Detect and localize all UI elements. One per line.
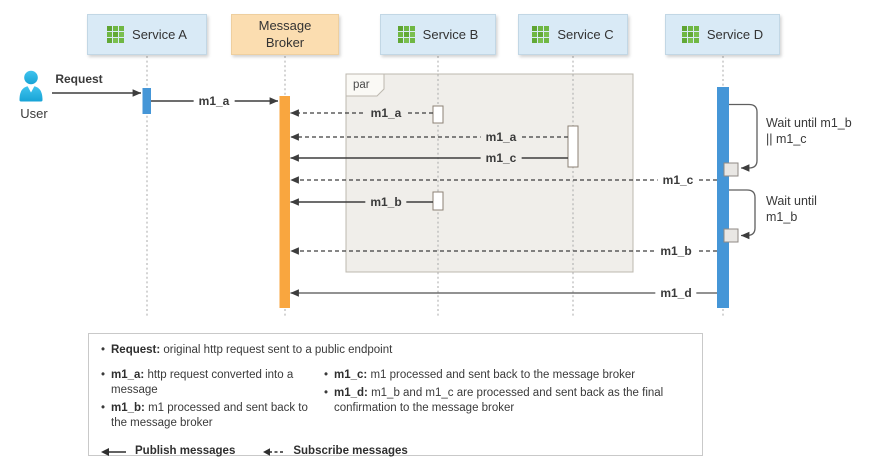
legend: Request: original http request sent to a… [88, 333, 703, 457]
legend-desc: http request converted into a message [111, 369, 294, 396]
subscribe-arrow-icon [263, 447, 285, 456]
activation-bar-message-broker [279, 96, 290, 308]
wait-note-line: m1_b [766, 210, 798, 224]
receive-square-2 [723, 228, 739, 243]
wait-note-line: Wait until [766, 194, 817, 208]
legend-item-m1c: m1_c: m1 processed and sent back to the … [323, 368, 691, 383]
legend-term: m1_d: [334, 387, 368, 399]
par-fragment-label: par [353, 79, 370, 91]
activation-bar-service-c [567, 125, 579, 168]
participant-service-a: Service A [87, 14, 207, 55]
bracket-wait-1 [729, 103, 758, 172]
actor-user: User [14, 66, 54, 121]
service-grid-icon [532, 26, 550, 43]
legend-term: m1_c: [334, 369, 368, 381]
legend-item-m1d: m1_d: m1_b and m1_c are processed and se… [323, 386, 691, 416]
participant-service-c: Service C [518, 14, 628, 55]
message-label-m1b-publish: m1_b [365, 195, 407, 209]
legend-desc: m1 processed and sent back to the messag… [111, 402, 308, 429]
legend-term: m1_a: [111, 369, 145, 381]
legend-desc: original http request sent to a public e… [163, 344, 393, 356]
message-label-request: Request [50, 72, 108, 86]
participant-label: Service A [132, 27, 187, 42]
legend-item-m1b: m1_b: m1 processed and sent back to the … [100, 401, 323, 431]
participant-label: Message Broker [258, 18, 312, 50]
legend-term: m1_b: [111, 402, 145, 414]
wait-note-line: || m1_c [766, 132, 807, 146]
wait-note-line: Wait until m1_b [766, 116, 852, 130]
participant-message-broker: Message Broker [231, 14, 339, 55]
message-label-m1b-sub-d: m1_b [655, 244, 697, 258]
publish-arrow-icon [101, 447, 126, 456]
wait-note-2: Wait until m1_b [766, 193, 817, 225]
message-label-m1c-publish: m1_c [480, 151, 522, 165]
legend-item-m1a: m1_a: http request converted into a mess… [100, 368, 323, 398]
legend-term: Request: [111, 344, 161, 356]
message-label-m1a-sub-c: m1_a [480, 130, 522, 144]
legend-desc: m1 processed and sent back to the messag… [370, 369, 636, 381]
receive-square-1 [723, 162, 739, 177]
service-grid-icon [397, 26, 415, 43]
activation-bar-service-a [142, 88, 151, 114]
activation-bar-service-b-2 [432, 191, 444, 211]
legend-item-request: Request: original http request sent to a… [100, 343, 691, 358]
message-label-m1a-sub-b: m1_a [365, 106, 407, 120]
service-grid-icon [107, 26, 125, 43]
legend-subscribe-label: Subscribe messages [293, 445, 408, 457]
service-grid-icon [681, 26, 699, 43]
activation-bar-service-b-1 [432, 105, 444, 124]
actor-label: User [20, 106, 48, 121]
participant-service-b: Service B [380, 14, 496, 55]
user-icon [19, 70, 43, 102]
legend-publish-label: Publish messages [135, 445, 236, 457]
message-label-m1c-sub-d: m1_c [657, 173, 699, 187]
participant-label: Service C [557, 27, 614, 42]
participant-label: Service B [422, 27, 479, 42]
legend-desc: m1_b and m1_c are processed and sent bac… [334, 387, 664, 414]
message-label-m1a-publish: m1_a [193, 94, 235, 108]
bracket-wait-2 [729, 189, 756, 240]
par-tab [345, 73, 385, 97]
wait-note-1: Wait until m1_b || m1_c [766, 115, 852, 147]
activation-bar-service-d [717, 87, 729, 308]
participant-label: Service D [706, 27, 764, 42]
message-label-m1d-publish: m1_d [655, 286, 697, 300]
participant-service-d: Service D [665, 14, 780, 55]
par-fragment-box [345, 73, 634, 273]
